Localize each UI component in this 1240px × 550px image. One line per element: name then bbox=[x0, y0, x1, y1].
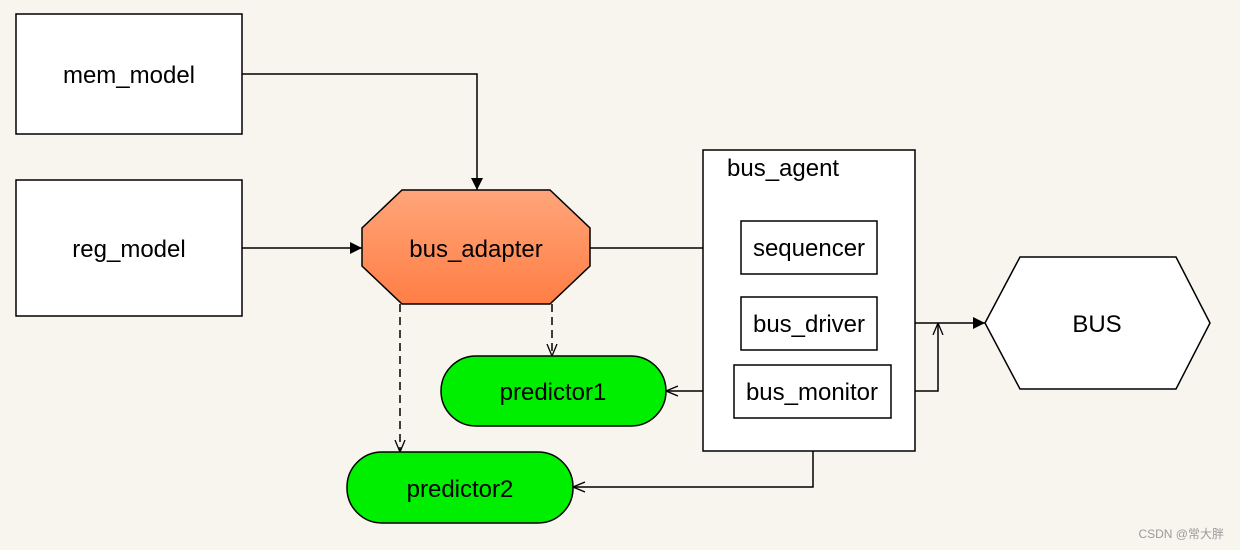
bus-monitor-label: bus_monitor bbox=[746, 379, 878, 406]
predictor1-label: predictor1 bbox=[500, 379, 607, 406]
predictor1-node: predictor1 bbox=[440, 355, 667, 427]
sequencer-label: sequencer bbox=[753, 235, 865, 262]
mem-model-label: mem_model bbox=[63, 62, 195, 89]
reg-model-label: reg_model bbox=[72, 236, 185, 263]
bus-adapter-node: bus_adapter bbox=[361, 189, 591, 305]
mem-model-node: mem_model bbox=[15, 13, 243, 135]
bus-node: BUS bbox=[984, 256, 1211, 390]
bus-driver-node: bus_driver bbox=[740, 296, 878, 351]
bus-driver-label: bus_driver bbox=[753, 311, 865, 338]
bus-label: BUS bbox=[1072, 311, 1121, 338]
bus-monitor-node: bus_monitor bbox=[733, 364, 892, 419]
predictor2-node: predictor2 bbox=[346, 451, 574, 524]
sequencer-node: sequencer bbox=[740, 220, 878, 275]
predictor2-label: predictor2 bbox=[407, 476, 514, 503]
reg-model-node: reg_model bbox=[15, 179, 243, 317]
bus-adapter-label: bus_adapter bbox=[409, 236, 542, 263]
watermark-text: CSDN @常大胖 bbox=[1138, 527, 1224, 541]
bus-agent-label: bus_agent bbox=[727, 155, 839, 182]
edge-mem-model-to-bus-adapter bbox=[242, 73, 483, 190]
